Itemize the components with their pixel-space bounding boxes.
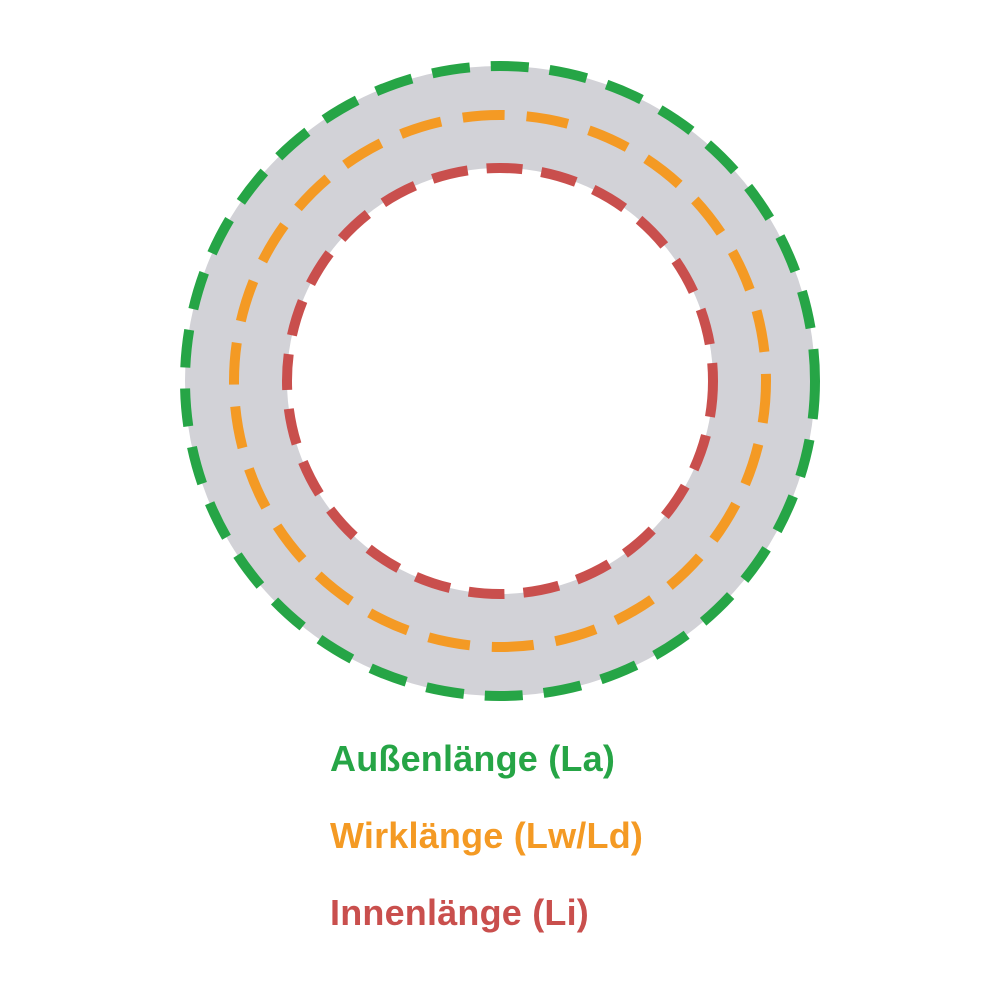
- effective-length-label: Wirklänge (Lw/Ld): [330, 814, 644, 856]
- outer-length-circle: [180, 61, 820, 701]
- outer-length-label: Außenlänge (La): [330, 738, 616, 779]
- legend: Außenlänge (La) Wirklänge (Lw/Ld) Innenl…: [330, 736, 643, 936]
- inner-length-label: Innenlänge (Li): [330, 891, 589, 933]
- effective-length-circle: [229, 110, 771, 652]
- belt-diagram-svg: [180, 61, 820, 701]
- inner-length-circle: [282, 163, 718, 599]
- belt-diagram: [180, 61, 820, 701]
